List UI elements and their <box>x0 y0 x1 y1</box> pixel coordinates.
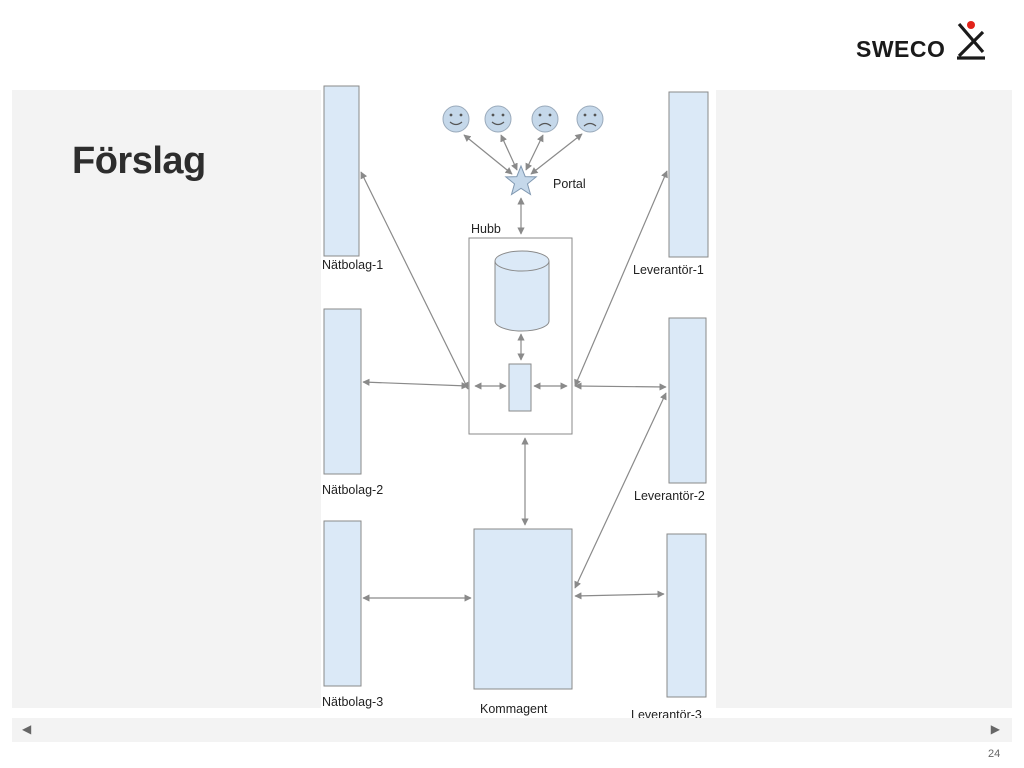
page-number: 24 <box>988 748 1001 760</box>
user-sad-icon <box>531 105 559 133</box>
arrow-user1-portal <box>463 134 513 175</box>
kommagent-box <box>473 528 573 690</box>
hub-node-box <box>508 363 532 412</box>
logo-text: SWECO <box>856 36 946 62</box>
leverantor-1-label: Leverantör-1 <box>633 263 704 277</box>
sweco-figure-icon <box>957 21 985 60</box>
natbolag-1-label: Nätbolag-1 <box>322 258 383 272</box>
arrow-user2-portal <box>500 134 518 171</box>
user-sad-icon <box>576 105 604 133</box>
arrow-natbolag1-hubb <box>360 171 469 390</box>
natbolag-3-box <box>323 520 362 687</box>
slide-title: Förslag <box>72 140 206 182</box>
database-icon <box>494 250 550 332</box>
next-slide-arrow-icon[interactable]: ▶ <box>990 722 1000 736</box>
leverantor-2-label: Leverantör-2 <box>634 489 705 503</box>
leverantor-1-box <box>668 91 709 258</box>
arrow-hubb-leverantor1 <box>574 170 668 387</box>
user-happy-icon <box>484 105 512 133</box>
arrow-hubb-leverantor2 <box>574 382 667 391</box>
natbolag-2-box <box>323 308 362 475</box>
natbolag-1-box <box>323 85 360 257</box>
portal-label: Portal <box>553 177 586 191</box>
user-happy-icon <box>442 105 470 133</box>
previous-slide-arrow-icon[interactable]: ◀ <box>22 722 32 736</box>
sweco-logo: SWECO <box>856 18 996 66</box>
hubb-label: Hubb <box>471 222 501 236</box>
arrow-kommagent-leverantor2 <box>574 392 667 589</box>
arrow-user4-portal <box>530 133 583 175</box>
architecture-diagram: Nätbolag-1 Nätbolag-2 Nätbolag-3 Leveran… <box>321 84 716 726</box>
natbolag-2-label: Nätbolag-2 <box>322 483 383 497</box>
kommagent-label: Kommagent <box>480 702 548 716</box>
arrow-kommagent-leverantor3 <box>574 590 665 600</box>
leverantor-3-box <box>666 533 707 698</box>
arrow-user3-portal <box>525 134 544 171</box>
portal-star-icon <box>504 164 538 196</box>
arrow-natbolag2-hubb <box>362 378 469 390</box>
leverantor-2-box <box>668 317 707 484</box>
natbolag-3-label: Nätbolag-3 <box>322 695 383 709</box>
slide-navigation-bar: ◀ ▶ <box>12 718 1012 742</box>
